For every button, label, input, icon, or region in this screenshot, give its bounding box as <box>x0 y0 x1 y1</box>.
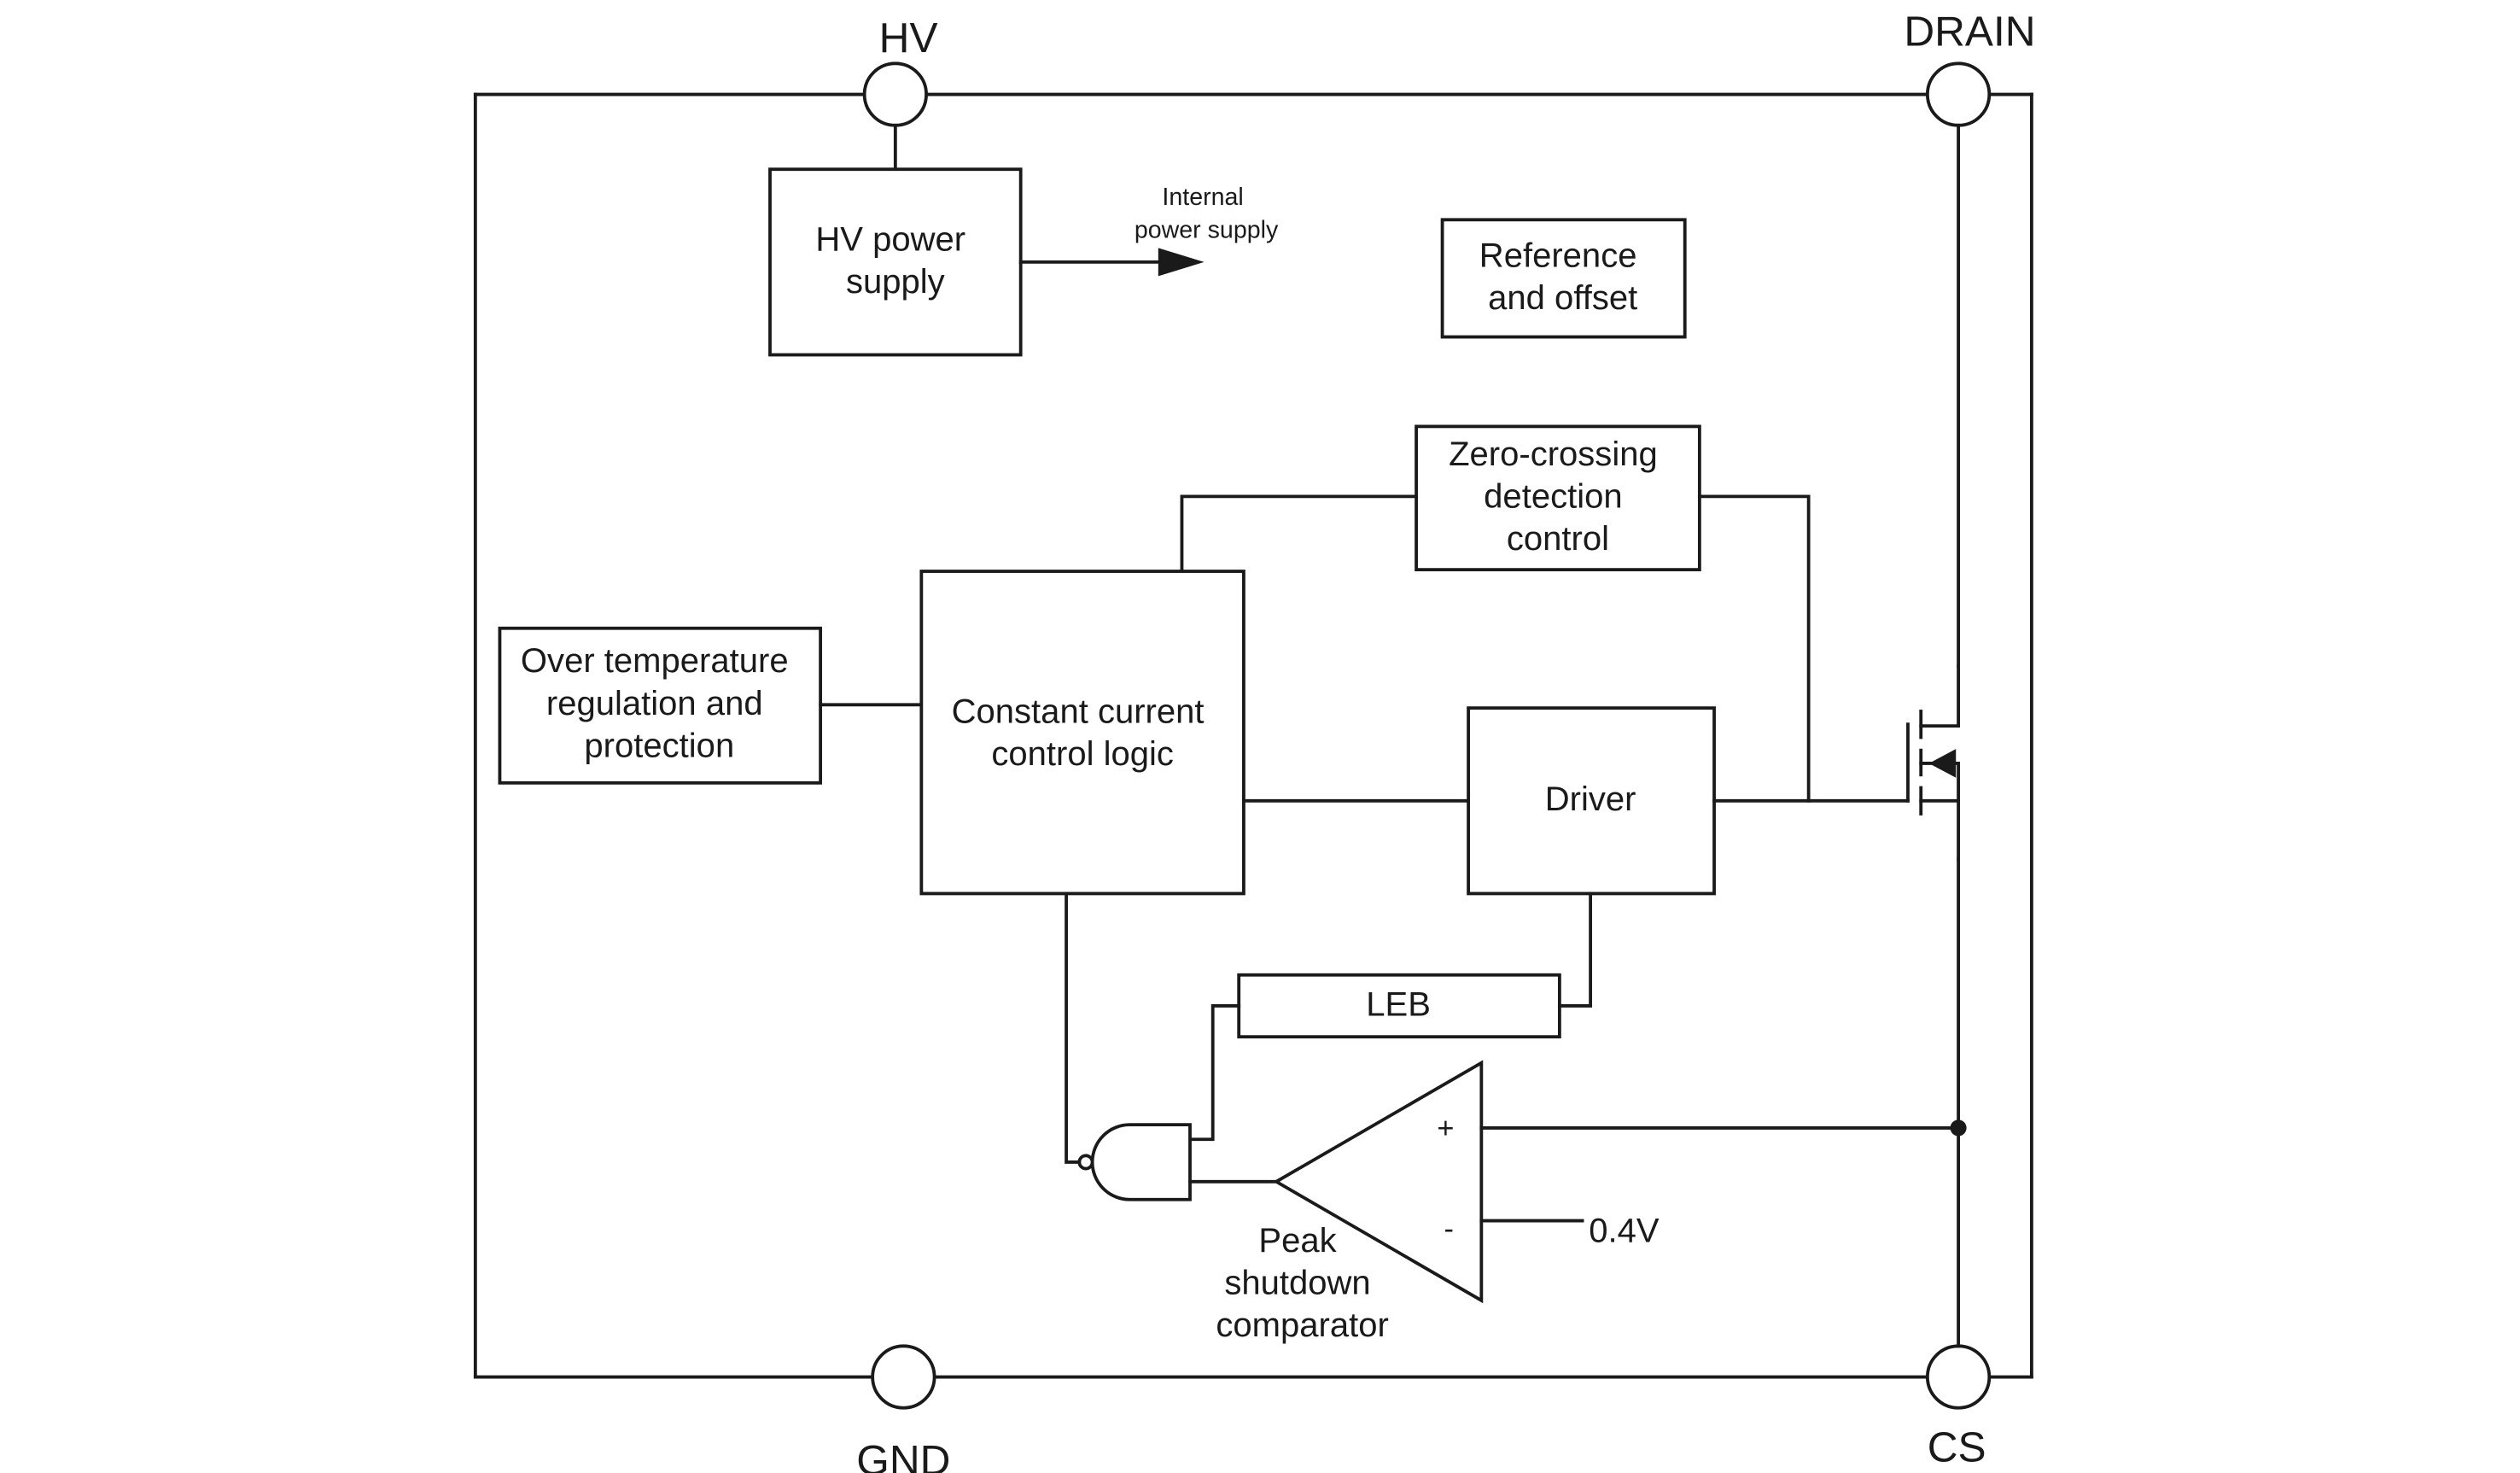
logic-to-gate-wire <box>1065 891 1082 1164</box>
zero-crossing-block: Zero-crossing detection control <box>1415 424 1701 572</box>
constant-current-line-2: control logic <box>991 735 1174 773</box>
svg-text:HV power supply: HV power supply <box>815 221 975 301</box>
over-temperature-line-2: regulation and <box>546 685 763 722</box>
constant-current-line-1: Constant current <box>952 693 1205 730</box>
pin-gnd-label: GND <box>856 1436 950 1473</box>
comparator-label: Peak shutdown comparator <box>1216 1222 1388 1344</box>
over-temperature-line-1: Over temperature <box>521 642 789 680</box>
reference-offset-block: Reference and offset <box>1440 218 1687 339</box>
pin-cs: CS <box>1925 1344 1992 1471</box>
power-mosfet <box>1906 663 1960 862</box>
internal-power-supply-label: Internal power supply <box>1135 184 1279 243</box>
zero-crossing-to-gate-wire <box>1697 494 1811 803</box>
driver-label: Driver <box>1545 780 1636 818</box>
over-temperature-block: Over temperature regulation and protecti… <box>498 626 823 785</box>
leb-block: LEB <box>1237 973 1561 1039</box>
pin-hv-label: HV <box>879 14 938 61</box>
svg-text:Zero-crossing detection: Zero-crossing detection control <box>1449 435 1667 558</box>
pin-drain-label: DRAIN <box>1904 7 2035 55</box>
package-outline <box>473 92 2033 1379</box>
logic-to-zero-crossing-wire <box>1180 494 1418 573</box>
hv-power-supply-line-1: HV power <box>815 221 965 259</box>
leb-to-gate-wire <box>1188 1004 1241 1142</box>
reference-voltage-label: 0.4V <box>1589 1212 1660 1249</box>
zero-crossing-line-1: Zero-crossing <box>1449 435 1658 473</box>
internal-power-arrow <box>1018 248 1205 277</box>
driver-block: Driver <box>1467 706 1716 896</box>
pin-hv: HV <box>862 14 938 127</box>
comparator-minus-sign: - <box>1444 1213 1453 1246</box>
leb-label: LEB <box>1366 985 1431 1023</box>
nand-gate <box>1077 1123 1192 1201</box>
over-temperature-line-3: protection <box>584 727 734 764</box>
constant-current-logic-block: Constant current control logic <box>919 570 1245 896</box>
zero-crossing-line-3: control <box>1507 520 1609 558</box>
comparator-plus-sign: + <box>1437 1112 1454 1144</box>
reference-offset-line-1: Reference <box>1479 237 1637 275</box>
pin-drain: DRAIN <box>1904 7 2036 127</box>
zero-crossing-line-2: detection <box>1484 478 1622 516</box>
driver-to-leb-wire <box>1557 891 1593 1008</box>
peak-shutdown-comparator: + - <box>1273 1060 1484 1304</box>
reference-offset-line-2: and offset <box>1488 279 1637 317</box>
svg-text:Constant current control: Constant current control logic <box>952 693 1214 773</box>
hv-power-supply-block: HV power supply <box>768 167 1023 357</box>
svg-text:Reference and offset: Reference and offset <box>1479 237 1647 318</box>
svg-text:Over temperature regulat: Over temperature regulation and protecti… <box>521 642 798 764</box>
pin-gnd: GND <box>856 1344 950 1473</box>
pin-cs-label: CS <box>1928 1423 1986 1471</box>
hv-power-supply-line-2: supply <box>846 263 945 301</box>
